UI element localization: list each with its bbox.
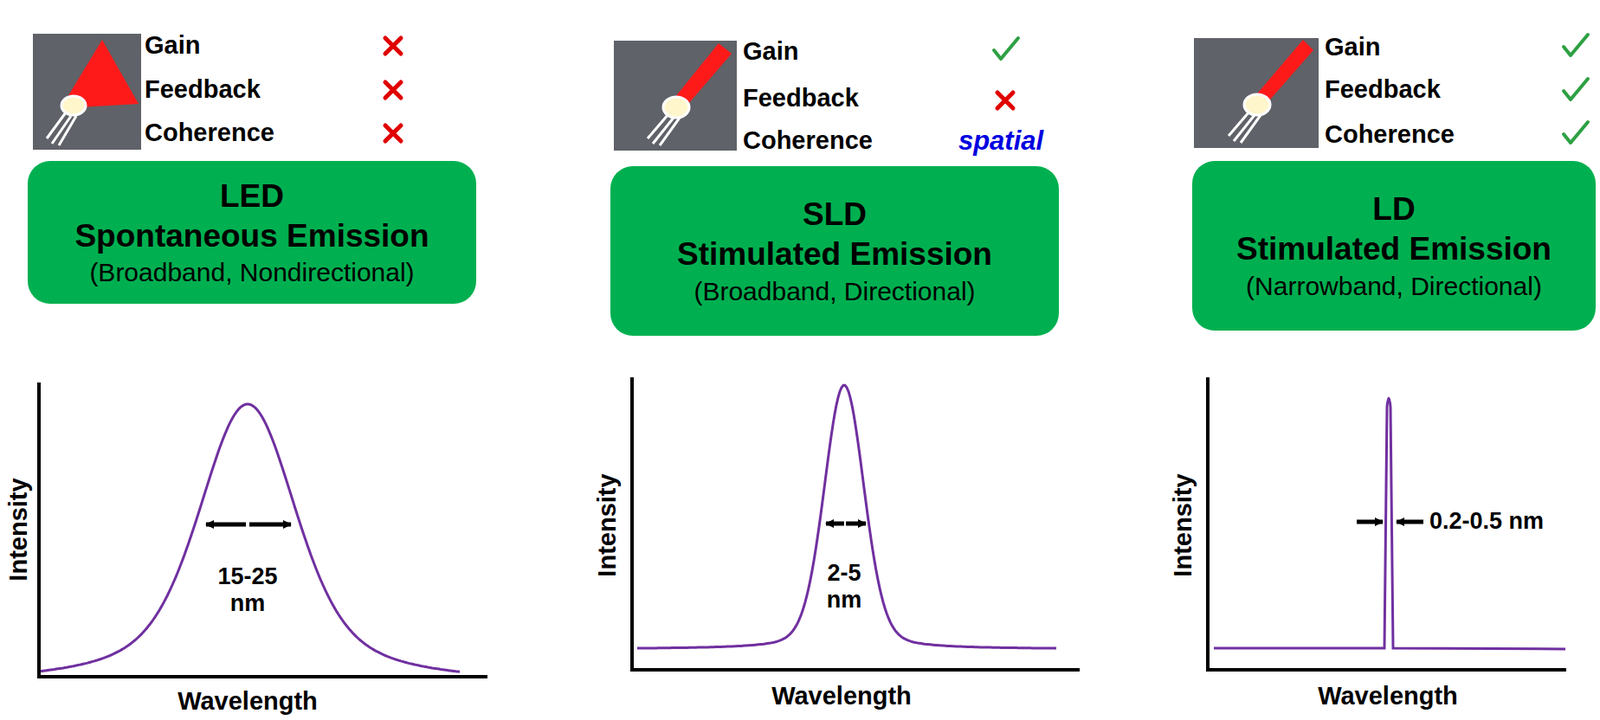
- spectrum-curve: [1213, 398, 1566, 650]
- axis-label: Wavelength: [177, 687, 318, 717]
- width-label: 0.2-0.5 nm: [1429, 508, 1544, 536]
- row-label: Coherence: [1324, 120, 1455, 149]
- row-label: Feedback: [1324, 75, 1441, 104]
- width-label: 15-25 nm: [202, 563, 293, 618]
- row-label: Coherence: [742, 126, 873, 155]
- row-label: Gain: [1324, 32, 1381, 62]
- beam-property: (Broadband, Nondirectional): [89, 256, 414, 290]
- axis-label: Intensity: [1168, 473, 1198, 577]
- process-box: LDStimulated Emission(Narrowband, Direct…: [1192, 161, 1596, 331]
- row-label: Feedback: [144, 75, 261, 104]
- process-box: SLDStimulated Emission(Broadband, Direct…: [610, 166, 1059, 336]
- axis-label: Wavelength: [771, 682, 912, 711]
- row-label: Feedback: [742, 83, 859, 113]
- spectrum-curve: [637, 385, 1057, 649]
- width-arrow: [206, 522, 1424, 525]
- row-label: Gain: [742, 37, 799, 66]
- emission-type: Spontaneous Emission: [74, 216, 429, 257]
- beam-property: (Narrowband, Directional): [1245, 270, 1542, 304]
- width-label: 2-5 nm: [817, 560, 871, 614]
- device-name: LD: [1372, 189, 1415, 230]
- spectrum-curve: [40, 404, 460, 672]
- check-mark: [993, 34, 1588, 143]
- coherence-value: spatial: [958, 125, 1044, 157]
- beam-property: (Broadband, Directional): [693, 275, 975, 309]
- row-label: Gain: [144, 31, 200, 60]
- axis-label: Intensity: [4, 477, 33, 581]
- chart-axes: [38, 377, 1567, 678]
- cross-mark: [385, 38, 1013, 142]
- axis-label: Intensity: [593, 473, 622, 577]
- device-name: SLD: [802, 194, 867, 235]
- emission-type: Stimulated Emission: [1236, 229, 1552, 270]
- sld-icon: [613, 40, 737, 151]
- row-label: Coherence: [144, 118, 275, 148]
- led-icon: [32, 33, 142, 150]
- ld-icon: [1193, 38, 1319, 149]
- device-name: LED: [219, 176, 284, 217]
- process-box: LEDSpontaneous Emission(Broadband, Nondi…: [27, 161, 477, 304]
- axis-label: Wavelength: [1317, 682, 1459, 711]
- emission-type: Stimulated Emission: [677, 234, 993, 275]
